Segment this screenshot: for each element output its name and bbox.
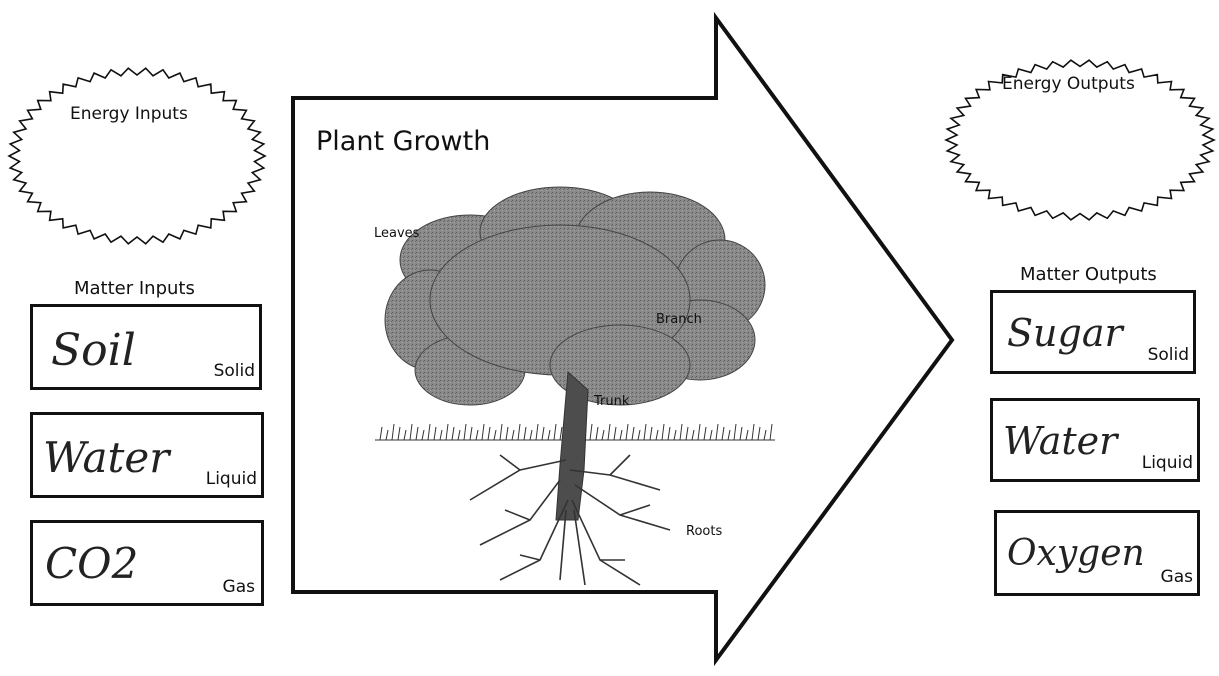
state-liquid: Liquid <box>206 469 257 489</box>
energy-inputs-starburst <box>9 68 265 244</box>
handwriting-water: Water <box>43 433 169 482</box>
matter-output-box-liquid: Water Liquid <box>990 398 1200 482</box>
state-gas: Gas <box>223 577 255 597</box>
tree-canopy <box>385 187 765 405</box>
matter-input-box-gas: CO2 Gas <box>30 520 264 606</box>
state-solid-out: Solid <box>1148 345 1189 365</box>
tree-label-leaves: Leaves <box>374 226 419 241</box>
state-liquid-out: Liquid <box>1142 453 1193 473</box>
matter-input-box-liquid: Water Liquid <box>30 412 264 498</box>
tree-label-roots: Roots <box>686 524 722 539</box>
handwriting-soil: Soil <box>51 325 136 376</box>
energy-inputs-label: Energy Inputs <box>70 104 188 124</box>
handwriting-co2: CO2 <box>45 539 138 588</box>
handwriting-sugar: Sugar <box>1007 311 1123 355</box>
state-gas-out: Gas <box>1161 567 1193 587</box>
matter-outputs-label: Matter Outputs <box>1020 264 1157 285</box>
matter-output-box-solid: Sugar Solid <box>990 290 1196 374</box>
tree-label-trunk: Trunk <box>594 394 629 409</box>
energy-outputs-label: Energy Outputs <box>1002 74 1135 94</box>
process-title: Plant Growth <box>316 126 490 157</box>
handwriting-oxygen: Oxygen <box>1007 533 1145 574</box>
tree-label-branch: Branch <box>656 312 702 327</box>
matter-output-box-gas: Oxygen Gas <box>994 510 1200 596</box>
matter-inputs-label: Matter Inputs <box>74 278 195 299</box>
handwriting-water-out: Water <box>1003 419 1117 463</box>
matter-input-box-solid: Soil Solid <box>30 304 262 390</box>
state-solid: Solid <box>214 361 255 381</box>
